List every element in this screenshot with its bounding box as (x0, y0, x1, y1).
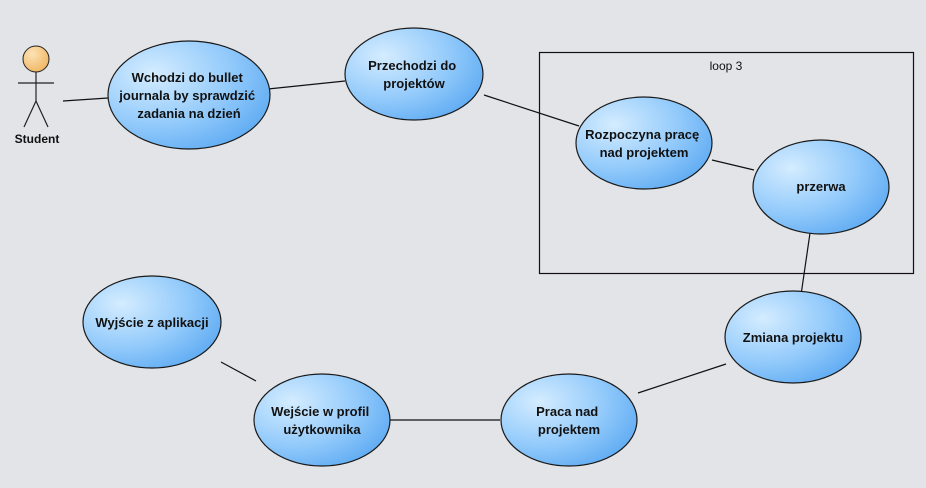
actor-head-icon (22, 45, 50, 73)
use-case-label: Zmiana projektu (743, 330, 843, 345)
loop-frame-border (538, 51, 915, 275)
actor-label: Student (15, 132, 60, 146)
use-case-ellipse (253, 373, 391, 467)
use-case-uc5[interactable]: Zmiana projektu (724, 290, 862, 384)
use-case-label: przerwa (796, 179, 846, 194)
connector-uc1-uc2[interactable] (267, 80, 346, 90)
connector-actor-uc1[interactable] (62, 97, 109, 102)
use-case-ellipse (82, 275, 222, 369)
use-case-ellipse (752, 139, 890, 235)
connectors (62, 80, 811, 421)
use-case-label-line: Rozpoczyna pracę (585, 127, 699, 142)
use-case-label-line: Wchodzi do bullet (132, 70, 244, 85)
use-case-label-line: projektem (538, 422, 600, 437)
use-case-label: Wejście w profil użytkownika (271, 404, 373, 437)
use-case-label: Praca nad projektem (536, 404, 602, 437)
connector-uc5-uc6[interactable] (637, 363, 727, 394)
use-case-ellipse (575, 96, 713, 190)
use-case-label: Przechodzi do projektów (368, 58, 460, 91)
connector-uc4-uc5[interactable] (800, 232, 811, 296)
use-case-uc3[interactable]: Rozpoczyna pracę nad projektem (575, 96, 713, 190)
use-case-uc7[interactable]: Wejście w profil użytkownika (253, 373, 391, 467)
connector-uc2-uc3[interactable] (483, 94, 580, 127)
use-case-ellipse (344, 27, 484, 121)
use-case-label-line: journala by sprawdzić (118, 88, 255, 103)
use-case-uc6[interactable]: Praca nad projektem (500, 373, 638, 467)
use-case-label-line: Zmiana projektu (743, 330, 843, 345)
use-case-ellipse (107, 40, 271, 150)
use-case-label: Wchodzi do bullet journala by sprawdzić … (118, 70, 258, 121)
use-case-label-line: zadania na dzień (137, 106, 240, 121)
loop-label: loop 3 (710, 59, 743, 73)
actor-student[interactable]: Student (15, 45, 60, 146)
use-case-uc4[interactable]: przerwa (752, 139, 890, 235)
use-case-uc1[interactable]: Wchodzi do bullet journala by sprawdzić … (107, 40, 271, 150)
use-case-label: Rozpoczyna pracę nad projektem (585, 127, 703, 160)
use-case-ellipse (500, 373, 638, 467)
use-case-label-line: projektów (383, 76, 445, 91)
use-case-label-line: Wejście w profil (271, 404, 369, 419)
use-case-label-line: przerwa (796, 179, 846, 194)
actor-body-icon (18, 72, 54, 128)
connector-uc7-uc8[interactable] (220, 361, 257, 382)
use-case-label-line: nad projektem (600, 145, 689, 160)
use-case-label-line: Wyjście z aplikacji (95, 315, 208, 330)
use-case-label-line: Praca nad (536, 404, 598, 419)
use-case-ellipse (724, 290, 862, 384)
use-case-uc2[interactable]: Przechodzi do projektów (344, 27, 484, 121)
use-case-label-line: Przechodzi do (368, 58, 456, 73)
connector-uc3-uc4[interactable] (711, 159, 755, 171)
loop-frame[interactable]: loop 3 (538, 51, 915, 275)
use-case-label-line: użytkownika (283, 422, 361, 437)
use-case-label: Wyjście z aplikacji (95, 315, 208, 330)
use-case-uc8[interactable]: Wyjście z aplikacji (82, 275, 222, 369)
